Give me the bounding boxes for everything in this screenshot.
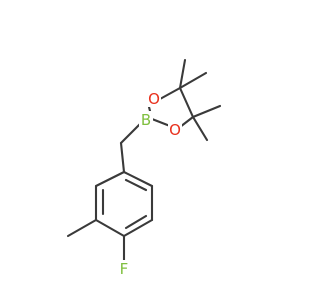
bond-ar4-ar5	[94, 218, 126, 238]
bond-ar-inner-2	[124, 214, 148, 230]
bond-c2-me-right	[191, 104, 222, 119]
bond-ar1-ar2	[122, 170, 154, 188]
atom-oxygen-lower: O	[169, 121, 181, 139]
bond-c1-me-up	[178, 58, 187, 90]
bond-ch2-ar	[119, 141, 126, 174]
chemical-structure: B O O F	[66, 58, 222, 278]
bond-ar3-ar4	[122, 218, 154, 238]
bond-o1-c1	[158, 86, 182, 101]
bond-b-ch2	[119, 122, 142, 145]
atom-oxygen-upper: O	[148, 90, 160, 108]
bond-ar6-ar1	[94, 170, 126, 188]
bond-b-o2	[150, 117, 172, 128]
bond-c2-me-down	[191, 115, 209, 142]
atom-labels: B O O F	[117, 90, 182, 278]
bond-c1-c2	[178, 86, 195, 119]
bond-o2-c2	[178, 115, 195, 129]
bond-c1-me-right	[178, 71, 208, 90]
atom-fluorine: F	[120, 260, 129, 278]
bond-ar-methyl	[66, 218, 98, 238]
bond-ar-inner-1	[124, 178, 148, 192]
bonds	[66, 58, 222, 262]
atom-boron: B	[141, 111, 151, 129]
